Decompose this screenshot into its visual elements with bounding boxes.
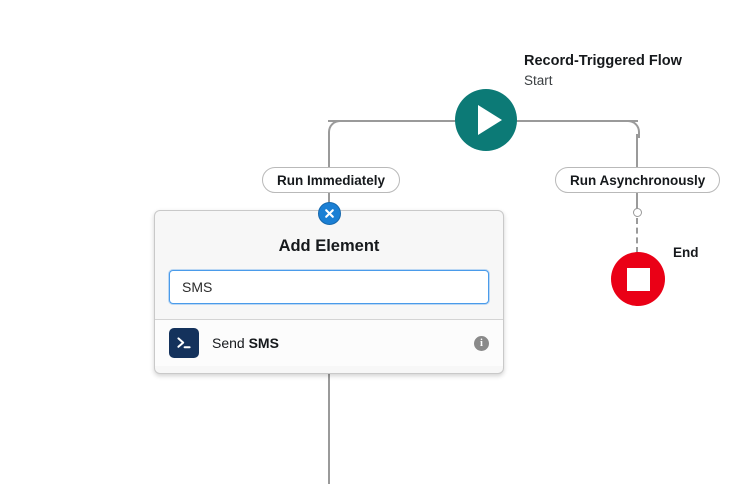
path-pill-run-immediately[interactable]: Run Immediately xyxy=(262,167,401,193)
connector-trunk-right xyxy=(516,120,638,122)
panel-title: Add Element xyxy=(278,237,380,255)
end-label: End xyxy=(673,245,699,260)
connector-right-dashed xyxy=(636,218,638,253)
close-icon[interactable] xyxy=(318,202,341,225)
list-item[interactable]: Send SMS i xyxy=(155,320,503,366)
path-pill-label: Run Immediately xyxy=(277,172,386,188)
info-icon[interactable]: i xyxy=(474,335,489,351)
start-subtitle: Start xyxy=(524,72,553,88)
start-title: Record-Triggered Flow xyxy=(524,53,682,69)
list-item-match: SMS xyxy=(248,335,279,351)
connector-trunk-left xyxy=(328,120,458,122)
path-pill-run-asynchronously[interactable]: Run Asynchronously xyxy=(555,167,721,193)
search-input[interactable] xyxy=(169,270,489,304)
start-node[interactable] xyxy=(455,89,517,151)
path-pill-label: Run Asynchronously xyxy=(570,172,706,188)
play-icon xyxy=(477,105,502,135)
search-results-list: Send SMS i xyxy=(155,319,503,366)
connector-corner-left xyxy=(328,120,344,138)
connector-left-tail xyxy=(328,374,330,484)
search-field-wrapper xyxy=(155,270,503,319)
connector-drop-right xyxy=(636,134,638,168)
connector-drop-left xyxy=(328,134,330,168)
connector-corner-right xyxy=(624,120,640,138)
end-node[interactable] xyxy=(611,252,665,306)
list-item-label: Send SMS xyxy=(212,335,474,351)
start-caption: Record-Triggered Flow Start xyxy=(524,52,682,90)
stop-square-icon xyxy=(626,267,650,291)
terminal-prompt-icon xyxy=(169,328,199,358)
connector-right-stub xyxy=(636,193,638,209)
connector-waypoint-dot[interactable] xyxy=(633,208,642,217)
add-element-panel: Add Element Send SMS i xyxy=(154,210,504,374)
list-item-prefix: Send xyxy=(212,335,249,351)
